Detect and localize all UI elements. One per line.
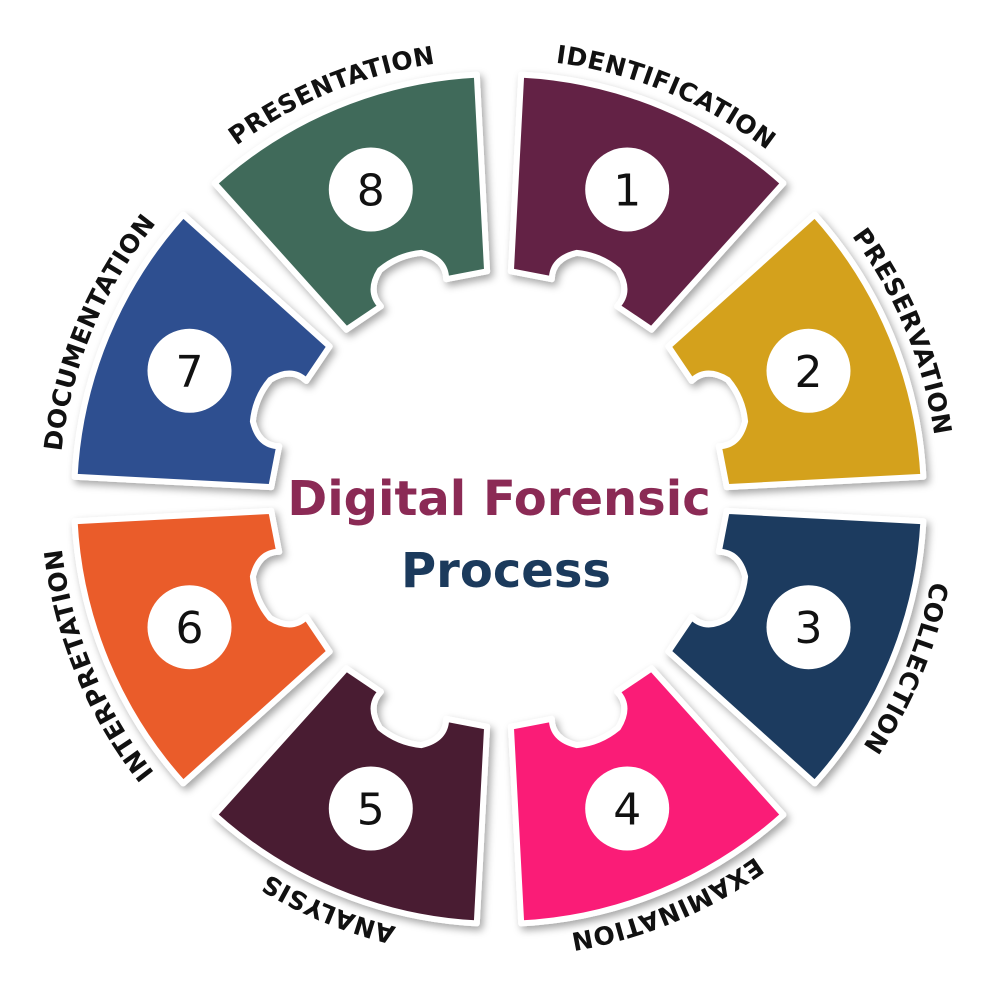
step-badge-2 bbox=[766, 328, 851, 413]
step-badge-6 bbox=[147, 585, 232, 670]
step-badge-7 bbox=[147, 328, 232, 413]
badges-group: 1 2 3 4 5 6 7 8 bbox=[147, 147, 851, 851]
step-badge-8 bbox=[328, 147, 413, 232]
step-number-6: 6 bbox=[176, 603, 204, 654]
step-number-2: 2 bbox=[795, 347, 823, 398]
step-number-7: 7 bbox=[176, 347, 204, 398]
step-number-8: 8 bbox=[357, 166, 385, 217]
step-number-5: 5 bbox=[357, 785, 385, 836]
title-line-1: Digital Forensic bbox=[287, 471, 710, 527]
step-number-4: 4 bbox=[613, 785, 641, 836]
step-number-3: 3 bbox=[795, 603, 823, 654]
step-badge-3 bbox=[766, 585, 851, 670]
step-badge-4 bbox=[585, 766, 670, 851]
step-number-1: 1 bbox=[613, 166, 641, 217]
step-badge-1 bbox=[585, 147, 670, 232]
center-title: Digital Forensic Process bbox=[287, 471, 710, 599]
title-line-2: Process bbox=[401, 543, 611, 599]
step-badge-5 bbox=[328, 766, 413, 851]
